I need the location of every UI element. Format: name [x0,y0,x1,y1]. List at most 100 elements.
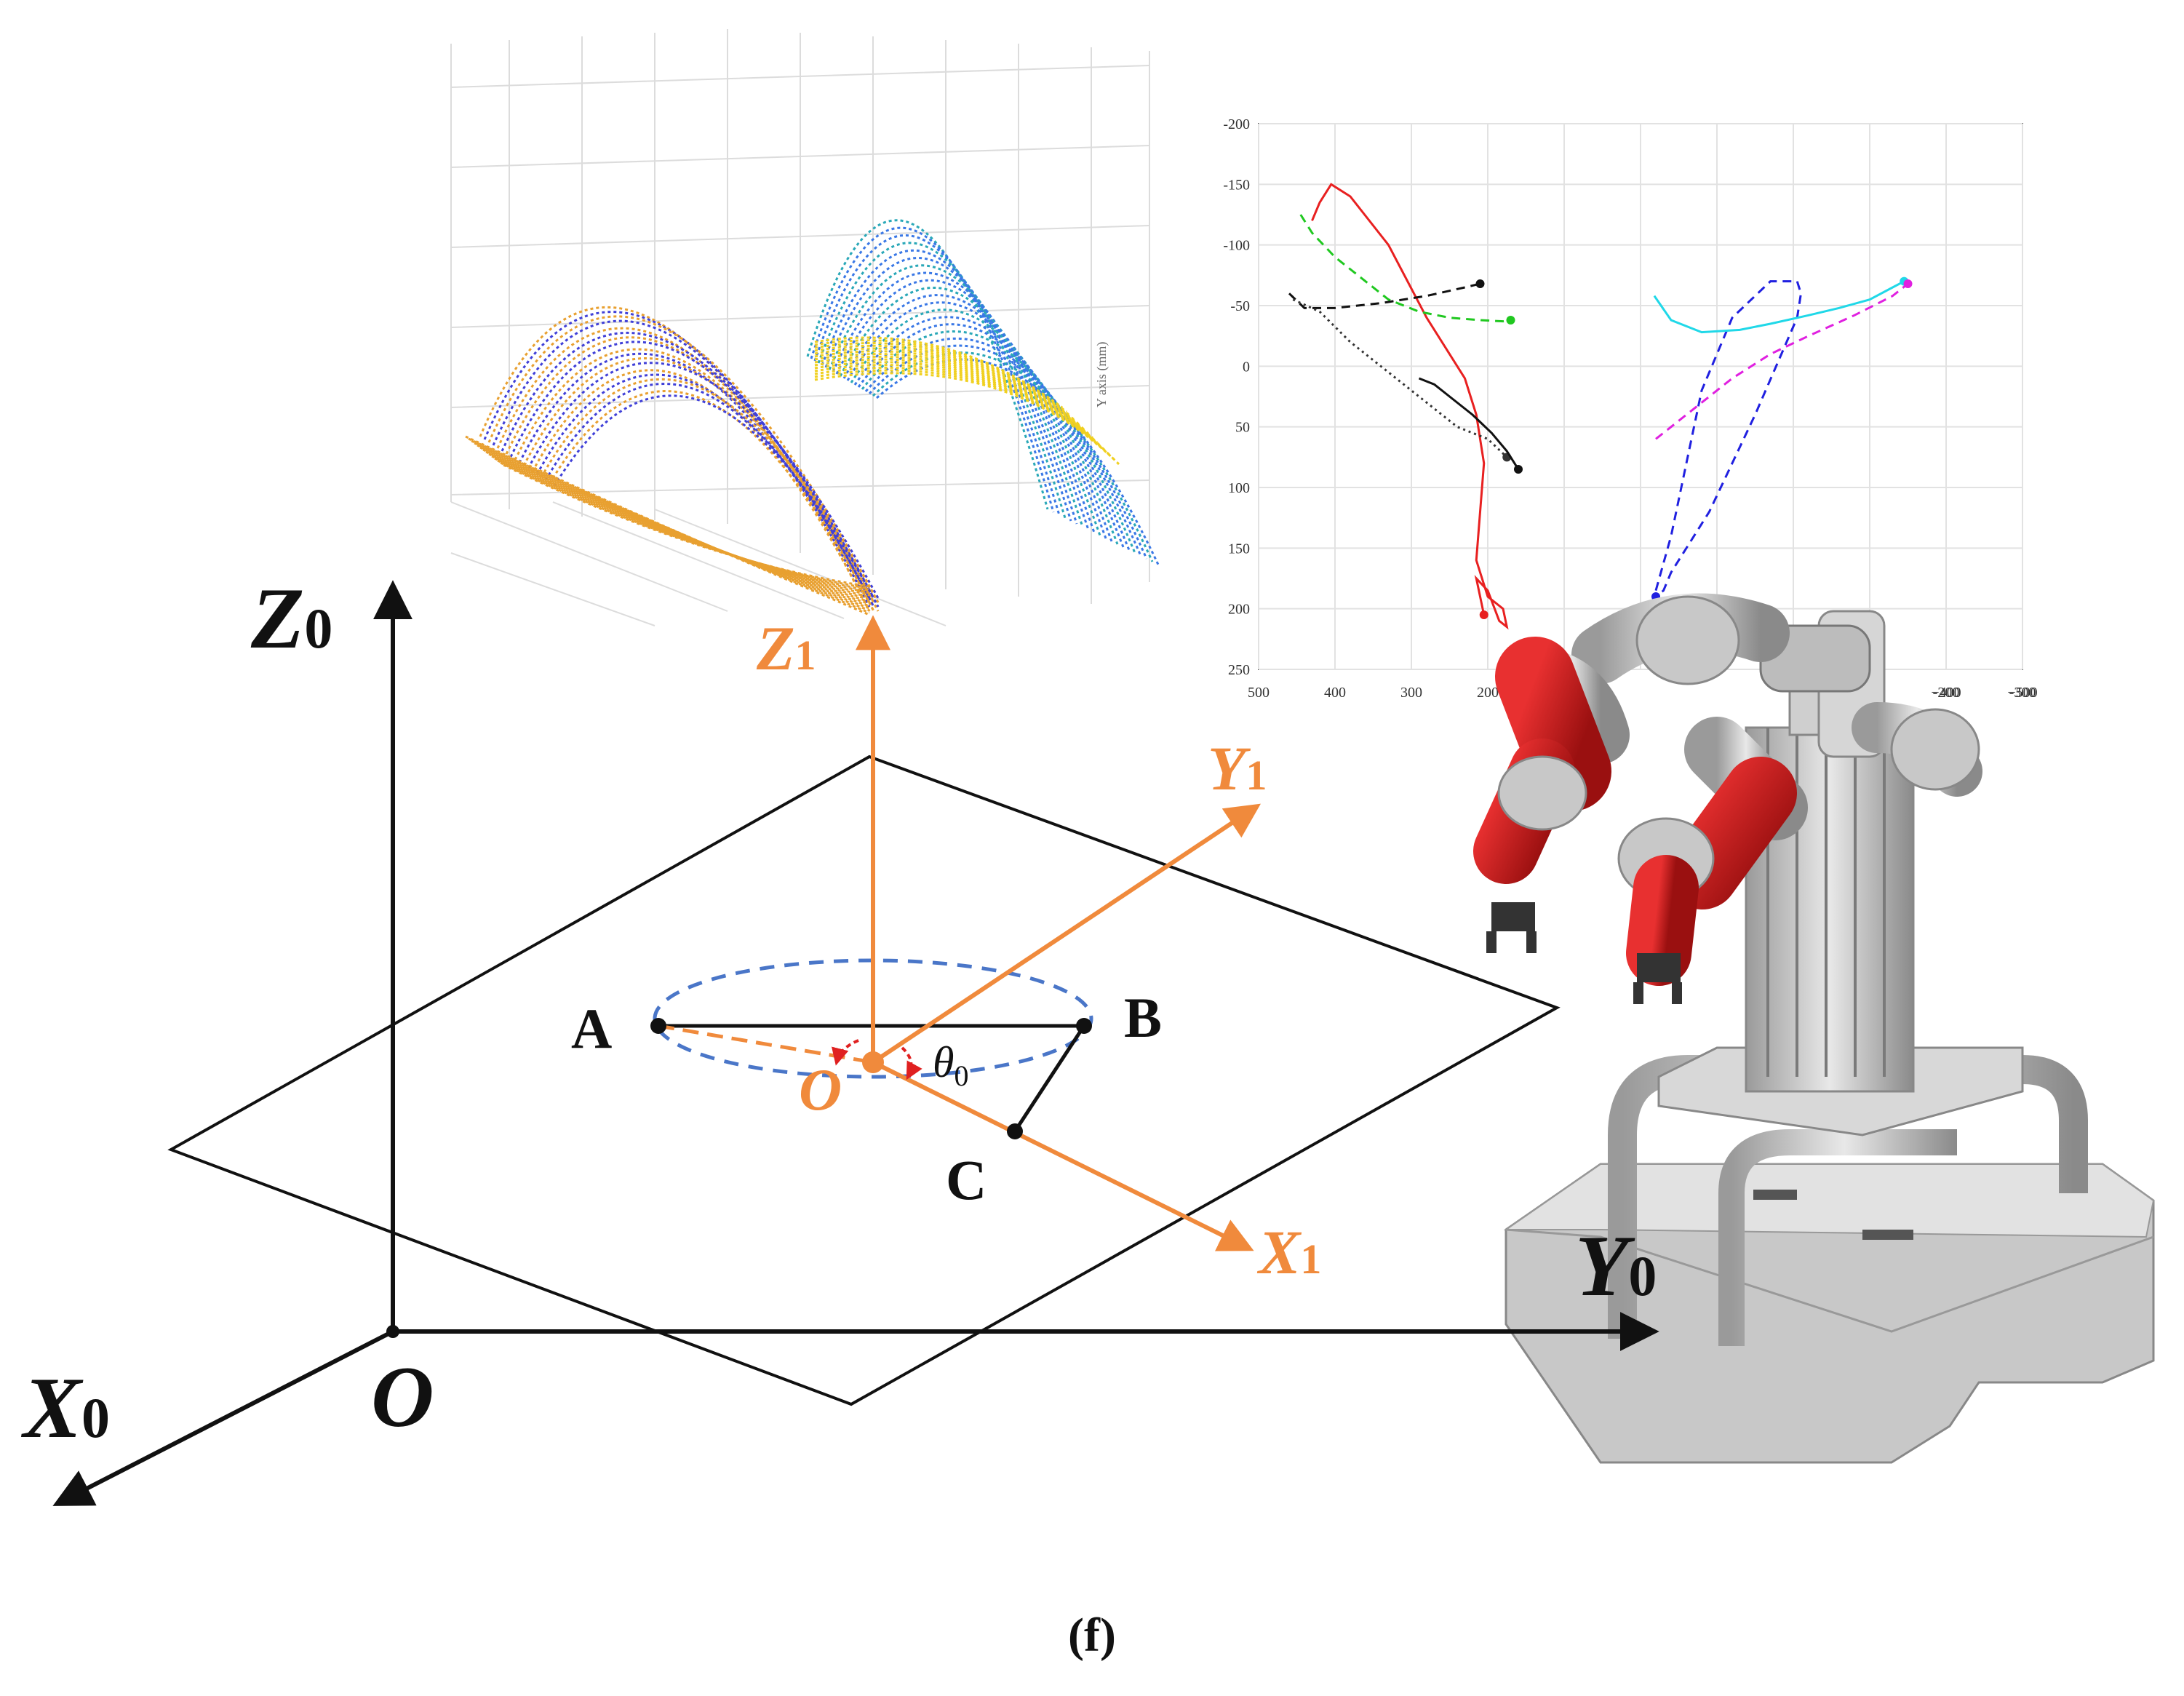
chart3d-trajectory [465,435,870,616]
chart3d-trajectory [474,442,870,610]
chart3d-trajectory [817,242,1067,519]
world-z-label: Z0 [250,570,332,666]
chart2d-series-endpoint [1903,279,1913,288]
chart3d-trajectory [814,372,1120,466]
chart3d-trajectory [821,249,1072,522]
chart2d-series [1288,183,1913,630]
chart2d-series-line [1418,377,1520,470]
chart3d-trajectory [522,357,875,603]
chart2d-x-tick: −400 [1931,685,1961,701]
chart3d-trajectory [518,352,871,608]
chart3d-trajectory [485,450,870,601]
chart3d-trajectory [492,319,871,599]
chart2d-x-tick: −500 [2007,685,2037,701]
chart2d-series-endpoint [1479,610,1488,619]
chart3d-trajectory [494,457,870,594]
chart2d-series-line [1292,298,1508,458]
chart3d-trajectory [814,369,1116,461]
chart2d-series-line [1655,282,1909,440]
chart3d-trajectory [505,336,871,603]
chart3d-trajectory [814,347,1080,426]
chart3d-axis-label: Y axis (mm) [1094,342,1109,407]
chart2d-grid [1258,123,2023,670]
chart3d-trajectory [828,264,1084,527]
chart3d-trajectory [497,459,870,592]
chart2d-y-tick: 0 [1243,359,1250,375]
plane-quadrilateral [167,755,1561,1406]
chart3d-trajectory [487,315,880,603]
chart3d-grid [450,29,1150,626]
chart2d-series-line [1653,280,1905,334]
local-frame: A B C O θ0 Z1 Y1 X1 [571,613,1321,1287]
local-origin-dot [862,1051,884,1073]
chart2d-y-tick: 200 [1228,602,1250,618]
chart3d-trajectory [540,378,880,603]
angle-label: θ0 [933,1038,968,1092]
chart2d-x-tick: -300 [2009,685,2036,701]
chart3d-trajectory [846,301,1113,542]
point-a-label: A [571,997,612,1060]
chart3d-trajectory [814,339,1067,413]
world-origin-label: O [371,1348,434,1445]
chart2d-series-line [1311,183,1509,630]
chart3d-trajectory [814,344,1076,422]
angle-arrow-right [901,1046,922,1080]
chart3d-trajectory [876,358,1160,565]
point-a-dot [650,1018,666,1034]
chart3d-trajectory [861,330,1136,554]
chart3d-trajectory [503,463,870,588]
chart3d-trajectory [872,351,1154,562]
chart3d-trajectory [835,279,1096,533]
robot-illustration [1473,593,2155,1464]
chart3d-trajectory [850,308,1119,545]
chart2d-x-tick: 200 [1477,685,1499,701]
chart2d-series-line [1288,282,1480,309]
chart2d-y-tick: 100 [1228,480,1250,496]
chart2d-y-tick: 150 [1228,541,1250,557]
local-y-axis [872,803,1261,1064]
chart2d-x-tick: 500 [1248,685,1270,701]
chart3d-trajectory [832,271,1090,530]
local-y-label: Y1 [1208,733,1267,803]
chart3d-trajectory [468,437,870,614]
chart3d-trajectory [814,336,1063,409]
point-b-label: B [1124,986,1162,1049]
local-x-label: X1 [1256,1217,1321,1287]
chart2d-series-endpoint [1514,465,1523,474]
chart3d-trajectory [527,362,880,599]
world-y-label: Y0 [1575,1217,1657,1314]
chart3d-trajectory [814,358,1099,444]
local-origin-label: O [799,1056,842,1123]
chart2d-x-tick: -200 [1933,685,1960,701]
chart2d-series-endpoint [1506,316,1515,325]
point-c-label: C [946,1148,987,1211]
chart3d-trajectory [814,364,1107,453]
chart2d-y-tick: -150 [1223,177,1250,193]
chart2d-series-endpoint [1475,279,1485,288]
chart3d-trajectory [500,461,870,590]
chart2d-y-tick: -100 [1223,238,1250,254]
trajectory-3d-chart: Y axis (mm) [450,29,1160,626]
local-z-label: Z1 [756,613,816,683]
point-c-dot [1007,1123,1023,1139]
chart2d-x-tick: 300 [1400,685,1422,701]
chart3d-trajectory [813,234,1061,516]
chart3d-trajectory [814,350,1085,431]
world-x-label: X0 [20,1359,110,1456]
robot-right-arm [1617,717,1808,1004]
angle-arrow-left [832,1039,859,1066]
chart3d-trajectory [842,294,1107,539]
chart2d-series-line [1299,214,1511,323]
chart2d-y-tick: -50 [1230,298,1250,314]
world-x-axis [52,1329,394,1506]
world-frame: Z0 Y0 X0 O [20,570,1659,1506]
chart2d-series-line [1654,280,1803,598]
chart3d-trajectory [857,323,1131,551]
chart3d-trajectories [465,219,1160,616]
chart3d-trajectory [814,361,1103,448]
chart3d-trajectory [509,341,875,599]
chart3d-trajectory [531,369,871,612]
chart3d-trajectory [839,287,1101,536]
